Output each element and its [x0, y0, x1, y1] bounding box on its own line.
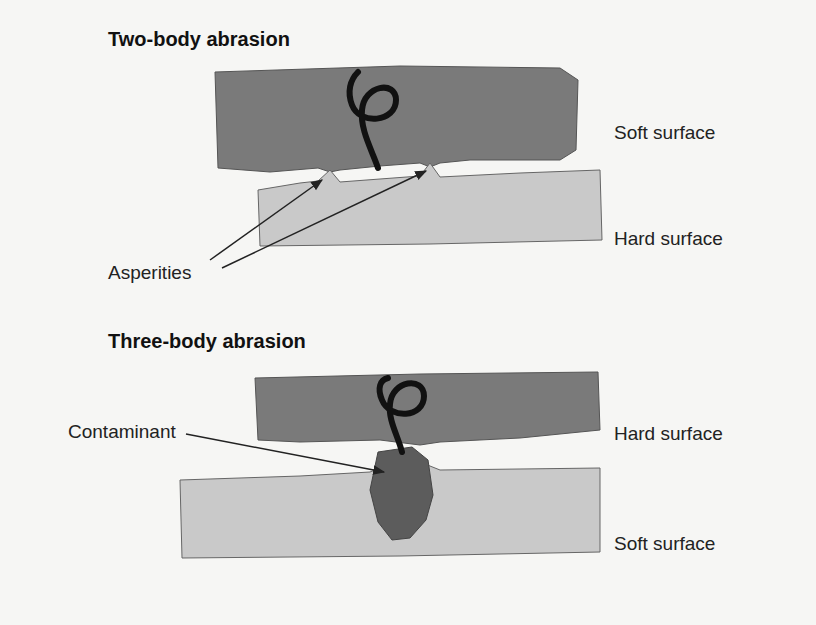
- hard-surface-body: [258, 163, 602, 246]
- contaminant-particle: [370, 447, 433, 540]
- surface-label: Hard surface: [614, 228, 723, 250]
- wear-loop: [350, 72, 396, 168]
- wear-loop: [380, 378, 424, 452]
- leader-arrow: [210, 180, 322, 260]
- soft-surface-body: [215, 66, 578, 172]
- section-heading: Three-body abrasion: [108, 330, 306, 352]
- part-label: Contaminant: [68, 421, 176, 443]
- section-heading: Two-body abrasion: [108, 28, 290, 50]
- leader-arrow: [186, 434, 384, 472]
- surface-label: Soft surface: [614, 533, 715, 555]
- surface-label: Hard surface: [614, 423, 723, 445]
- leader-arrow: [222, 171, 426, 268]
- surface-label: Soft surface: [614, 122, 715, 144]
- hard-surface-body: [255, 372, 600, 445]
- part-label: Asperities: [108, 262, 191, 284]
